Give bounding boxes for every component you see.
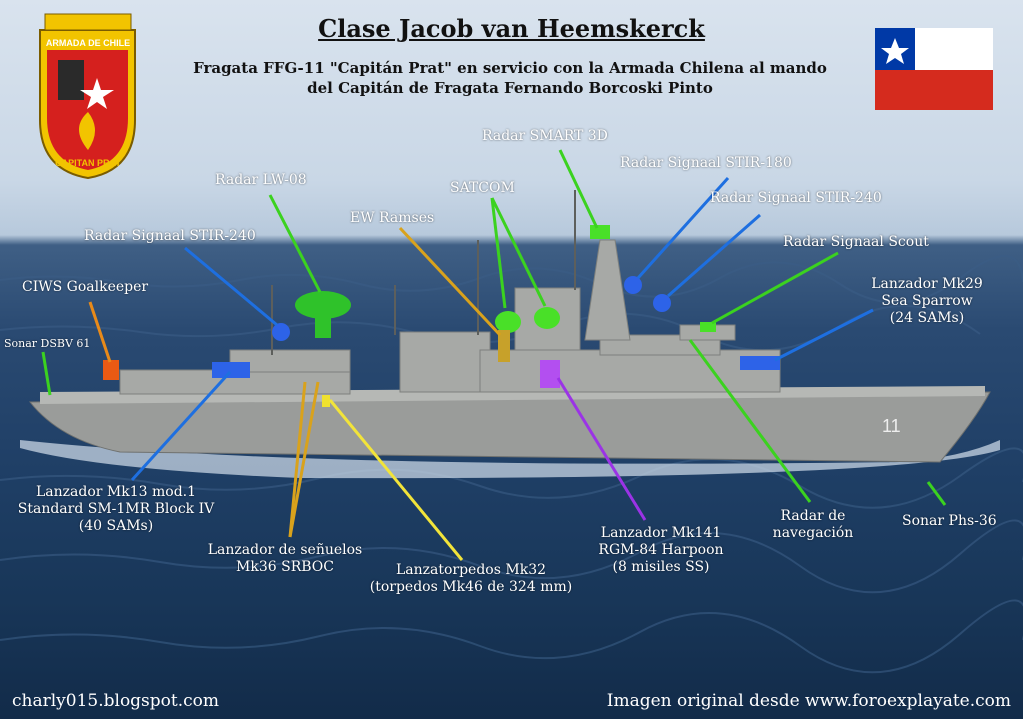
pointer-lines xyxy=(41,149,947,561)
label-mk32-l1: Lanzatorpedos Mk32 xyxy=(395,562,547,578)
pointer-phs xyxy=(926,481,947,506)
label-mk29-l1: Lanzador Mk29 xyxy=(871,276,983,292)
label-mk29-l3: (24 SAMs) xyxy=(889,310,965,326)
subtitle-line1: Fragata FFG-11 "Capitán Prat" en servici… xyxy=(193,59,827,77)
pointer-stir180 xyxy=(636,176,730,280)
ship-hull xyxy=(28,391,991,463)
label-ciws: CIWS Goalkeeper xyxy=(22,279,149,295)
pointer-ew xyxy=(398,226,502,337)
footer-source: Imagen original desde www.foroexplayate.… xyxy=(606,691,1011,711)
pointer-stir240-right xyxy=(667,213,761,298)
label-srboc-l2: Mk36 SRBOC xyxy=(236,559,334,575)
label-smart-radar: Radar SMART 3D xyxy=(482,128,608,144)
pointer-mk141 xyxy=(556,377,647,521)
pointer-satcom-b xyxy=(490,197,547,307)
subtitle: Fragata FFG-11 "Capitán Prat" en servici… xyxy=(150,58,870,98)
label-mk13-l2: Standard SM-1MR Block IV xyxy=(17,501,215,517)
label-nav-radar: Radar de navegación xyxy=(758,508,868,542)
label-lw08: Radar LW-08 xyxy=(215,172,307,188)
label-mk141-l1: Lanzador Mk141 xyxy=(600,525,722,541)
pointer-srboc-b xyxy=(288,381,320,538)
label-mk29: Lanzador Mk29 Sea Sparrow (24 SAMs) xyxy=(862,276,992,327)
label-srboc-l1: Lanzador de señuelos xyxy=(207,542,363,558)
label-mk13: Lanzador Mk13 mod.1 Standard SM-1MR Bloc… xyxy=(0,484,232,535)
label-mk141: Lanzador Mk141 RGM-84 Harpoon (8 misiles… xyxy=(585,525,737,576)
pointer-scout xyxy=(711,251,839,325)
subtitle-line2: del Capitán de Fragata Fernando Borcoski… xyxy=(307,79,713,97)
ship-equipment xyxy=(103,225,780,407)
label-mk141-l2: RGM-84 Harpoon xyxy=(598,542,724,558)
label-stir240-left: Radar Signaal STIR-240 xyxy=(84,228,256,244)
sea-waves xyxy=(0,255,1023,674)
label-sonar-dsbv: Sonar DSBV 61 xyxy=(4,337,91,350)
label-scout: Radar Signaal Scout xyxy=(783,234,929,250)
label-mk32: Lanzatorpedos Mk32 (torpedos Mk46 de 324… xyxy=(360,562,582,596)
pointer-srboc-a xyxy=(288,381,307,538)
pointer-ciws xyxy=(88,301,112,363)
label-mk29-l2: Sea Sparrow xyxy=(881,293,973,309)
label-mk32-l2: (torpedos Mk46 de 324 mm) xyxy=(369,579,573,595)
pointer-sonar-dsbv xyxy=(41,351,52,396)
label-mk13-l1: Lanzador Mk13 mod.1 xyxy=(35,484,197,500)
crest-top-text: ARMADA DE CHILE xyxy=(46,38,130,48)
pointer-stir240-left xyxy=(184,246,278,327)
label-satcom: SATCOM xyxy=(450,180,515,196)
hull-number: 11 xyxy=(882,416,901,436)
label-nav-l1: Radar de xyxy=(780,508,846,524)
superstructure xyxy=(119,239,781,395)
label-ew-ramses: EW Ramses xyxy=(350,210,435,226)
footer-blog: charly015.blogspot.com xyxy=(12,691,220,711)
label-mk13-l3: (40 SAMs) xyxy=(78,518,154,534)
label-nav-l2: navegación xyxy=(772,525,854,541)
label-stir180: Radar Signaal STIR-180 xyxy=(620,155,792,171)
pointer-nav xyxy=(688,339,812,503)
page-title: Clase Jacob van Heemskerck xyxy=(318,14,705,43)
bow-wake xyxy=(20,440,1000,479)
label-srboc: Lanzador de señuelos Mk36 SRBOC xyxy=(195,542,375,576)
label-mk141-l3: (8 misiles SS) xyxy=(612,559,710,575)
chile-flag xyxy=(875,28,993,110)
pointer-mk29 xyxy=(774,308,874,362)
pointer-lw08 xyxy=(268,194,322,293)
label-stir240-right: Radar Signaal STIR-240 xyxy=(710,190,882,206)
pointer-satcom-a xyxy=(490,197,507,309)
pointer-mk13 xyxy=(130,370,232,482)
navy-crest xyxy=(39,13,136,180)
crest-bottom-text: CAPITAN PRAT xyxy=(55,158,121,168)
pointer-smart xyxy=(558,149,599,229)
label-sonar-phs: Sonar Phs-36 xyxy=(902,513,997,529)
pointer-mk32 xyxy=(328,399,464,561)
